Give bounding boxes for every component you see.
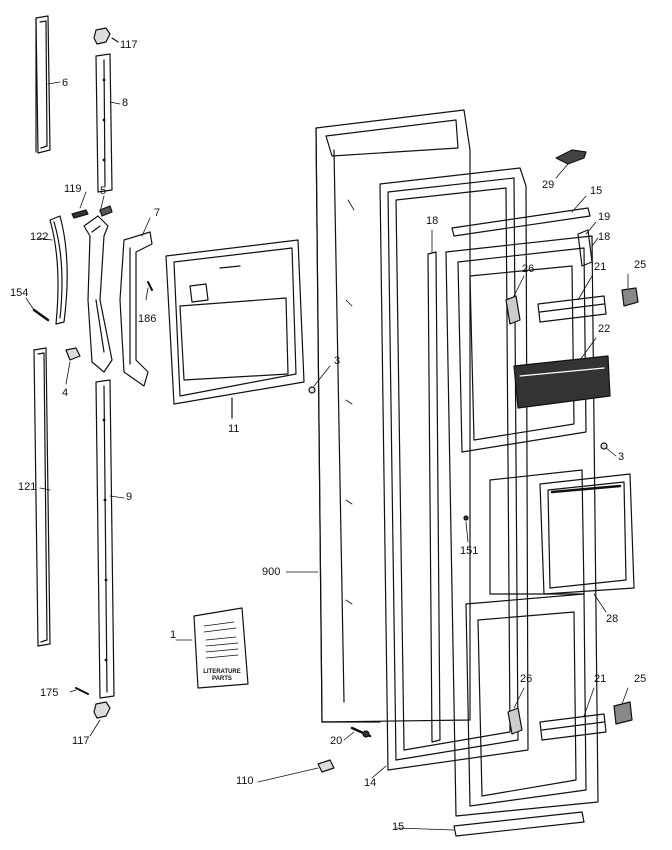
part-900-door-panel [315, 109, 471, 723]
label-part-18-left: 18 [426, 215, 439, 227]
part-6-trim-strip [35, 15, 51, 154]
label-part-122: 122 [30, 231, 49, 243]
label-part-110: 110 [236, 775, 254, 787]
label-part-25-bottom: 25 [634, 673, 647, 685]
part-8-rail [95, 53, 113, 193]
label-part-11: 11 [228, 423, 240, 435]
door-liner [445, 235, 599, 817]
label-part-4: 4 [62, 387, 69, 399]
part-20-screw [350, 726, 372, 738]
label-part-151: 151 [460, 545, 479, 557]
part-26-shelf-clip-bottom [507, 707, 523, 735]
label-part-28: 28 [606, 613, 619, 625]
part-29-fastener [555, 149, 587, 165]
label-part-7: 7 [154, 207, 161, 219]
label-part-21-top: 21 [594, 261, 607, 273]
part-3-grommet-left [308, 386, 316, 394]
label-part-22: 22 [598, 323, 611, 335]
part-25-bracket-bottom [613, 701, 633, 725]
part-11-dispenser-panel [165, 239, 305, 419]
label-part-3-right: 3 [618, 451, 625, 463]
label-part-8: 8 [122, 97, 129, 109]
part-18-strip-left [427, 251, 441, 743]
part-15-top-rail [451, 207, 591, 237]
part-175-screw [75, 687, 89, 695]
label-part-25-top: 25 [634, 259, 647, 271]
label-part-1: 1 [170, 629, 177, 641]
literature-card-label: LITERATURE PARTS [203, 669, 241, 682]
part-4-clip [65, 347, 81, 361]
label-part-119: 119 [64, 183, 82, 195]
part-151-screw [463, 515, 469, 521]
part-21-shelf-bar-bottom [539, 713, 607, 741]
part-25-bracket-top [621, 287, 639, 307]
part-21-shelf-bar-top [537, 295, 607, 323]
part-7-handle [119, 231, 153, 387]
label-part-26-bottom: 26 [520, 673, 533, 685]
label-part-18-right: 18 [598, 231, 611, 243]
label-part-117-top: 117 [120, 39, 138, 51]
label-part-6: 6 [62, 77, 69, 89]
part-154-screw [32, 308, 50, 322]
label-part-5: 5 [100, 185, 107, 197]
label-part-21-bottom: 21 [594, 673, 607, 685]
label-part-14: 14 [364, 777, 377, 789]
part-3-grommet-right [600, 442, 608, 450]
label-part-3-left: 3 [334, 355, 341, 367]
part-26-shelf-clip-top [505, 295, 521, 325]
label-part-19: 19 [598, 211, 611, 223]
label-part-26-top: 26 [522, 263, 535, 275]
label-part-154: 154 [10, 287, 29, 299]
label-part-15-bottom: 15 [392, 821, 405, 833]
part-9-lower-rail [95, 379, 115, 699]
literature-card [193, 607, 249, 689]
part-122-handle-insert [49, 215, 68, 325]
label-part-20: 20 [330, 735, 343, 747]
label-part-186: 186 [138, 313, 157, 325]
part-22-dispenser-shelf [513, 355, 611, 409]
part-117-top-clip [93, 27, 119, 45]
label-part-29: 29 [542, 179, 555, 191]
label-part-117-bottom: 117 [72, 735, 90, 747]
leader-lines [25, 81, 629, 831]
part-28-door-panel [539, 473, 635, 595]
label-part-15-top: 15 [590, 185, 603, 197]
part-5-handle-bracket [83, 205, 113, 373]
part-14-gasket-frame [379, 167, 529, 771]
part-110-cap [317, 759, 335, 773]
part-15-bottom-rail [453, 811, 585, 837]
label-part-9: 9 [126, 491, 133, 503]
part-186-screw [147, 281, 153, 291]
label-part-121: 121 [18, 481, 37, 493]
label-part-900: 900 [262, 566, 281, 578]
part-119-screw [71, 209, 89, 219]
label-part-175: 175 [40, 687, 59, 699]
part-117-bottom-clip [93, 701, 111, 719]
part-121-long-strip [33, 347, 51, 647]
